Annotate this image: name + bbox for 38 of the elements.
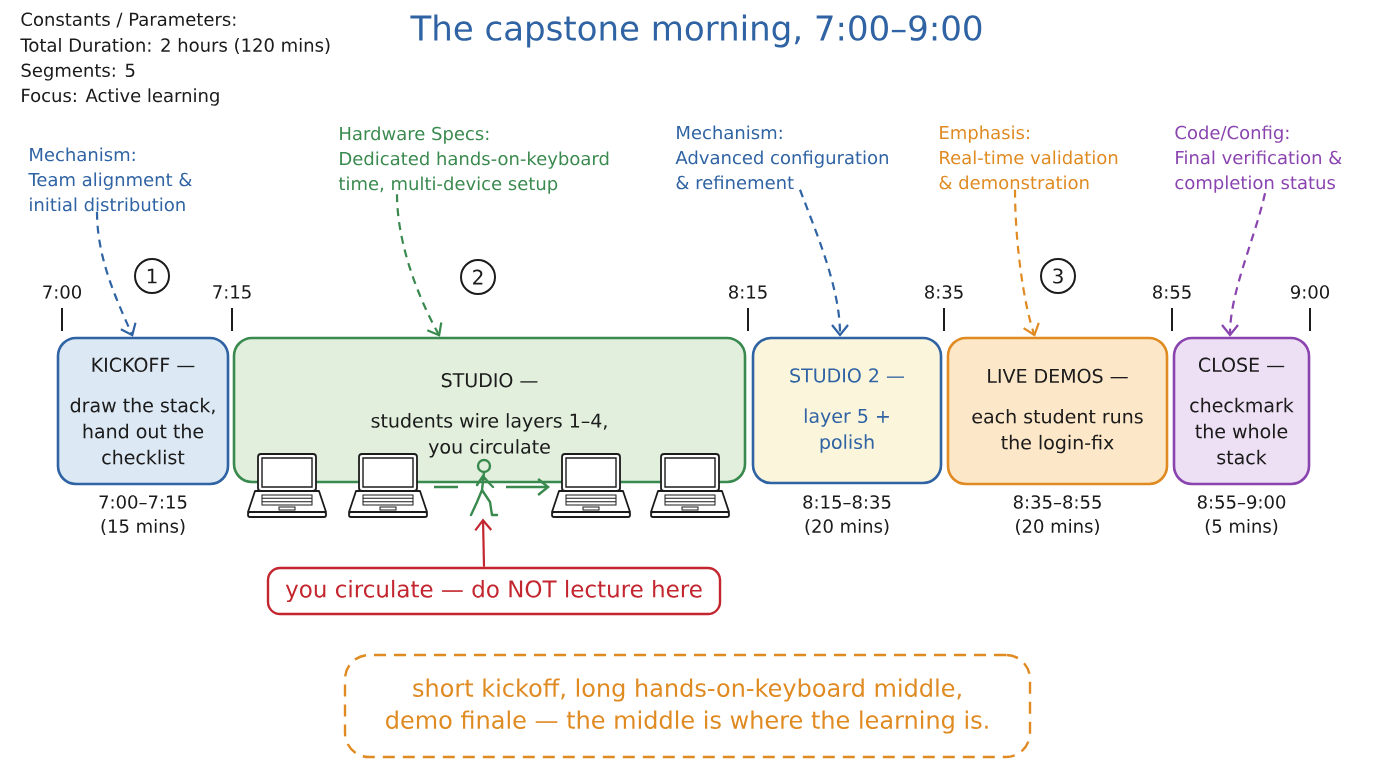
stage-box: KICKOFF — draw the stack, hand out the checklist xyxy=(56,336,230,486)
stage-box: LIVE DEMOS — each student runs the login-fix xyxy=(946,336,1169,486)
callout-box: you circulate — do NOT lecture here xyxy=(266,566,722,616)
time-label: 8:55 xyxy=(1153,285,1191,299)
time-range: 8:35–8:55 xyxy=(1013,495,1101,509)
stage-box: STUDIO — students wire layers 1–4, you circulate xyxy=(232,336,747,484)
duration-label: (5 mins) xyxy=(1205,519,1278,536)
annotation-text: Code/Config: Final verification & completion status xyxy=(1175,125,1342,193)
duration-label: (20 mins) xyxy=(1016,519,1099,536)
time-label: 7:15 xyxy=(213,285,251,299)
arrow xyxy=(474,518,493,567)
duration-label: (15 mins) xyxy=(101,519,185,536)
stage-box: STUDIO 2 — layer 5 + polish xyxy=(751,336,943,485)
arrow xyxy=(395,194,443,337)
stage-box: CLOSE — checkmark the whole stack xyxy=(1172,336,1311,486)
parameter-text: Constants / Parameters: xyxy=(21,12,236,28)
time-range: 7:00–7:15 xyxy=(99,495,187,509)
parameter-text: Total Duration: 2 hours (120 mins) xyxy=(20,38,330,55)
title: The capstone morning, 7:00–9:00 xyxy=(410,14,982,48)
annotation-text: Hardware Specs: Dedicated hands-on-keyboard time, multi-device setup xyxy=(338,126,609,194)
arrow xyxy=(1221,192,1267,337)
arrow xyxy=(95,211,137,337)
time-label: 8:35 xyxy=(925,285,963,299)
walking-person xyxy=(469,458,499,517)
note-box: short kickoff, long hands-on-keyboard middle, demo finale — the middle is where the learning is. xyxy=(343,653,1032,759)
time-label: 9:00 xyxy=(1290,285,1329,299)
duration-label: (20 mins) xyxy=(805,519,889,536)
time-range: 8:15–8:35 xyxy=(803,495,891,509)
time-range: 8:55–9:00 xyxy=(1197,495,1286,509)
arrow xyxy=(1013,189,1040,337)
annotation-text: Mechanism: Advanced configuration & refinement xyxy=(675,125,888,190)
time-label: 7:00 xyxy=(43,285,81,299)
parameter-text: Focus: Active learning xyxy=(22,88,219,106)
parameter-text: Segments: 5 xyxy=(21,63,135,81)
time-label: 8:15 xyxy=(729,285,767,299)
annotation-text: Emphasis: Real-time validation & demonstration xyxy=(939,125,1118,190)
arrow xyxy=(799,189,849,337)
annotation-text: Mechanism: Team alignment & initial distribution xyxy=(28,147,192,212)
